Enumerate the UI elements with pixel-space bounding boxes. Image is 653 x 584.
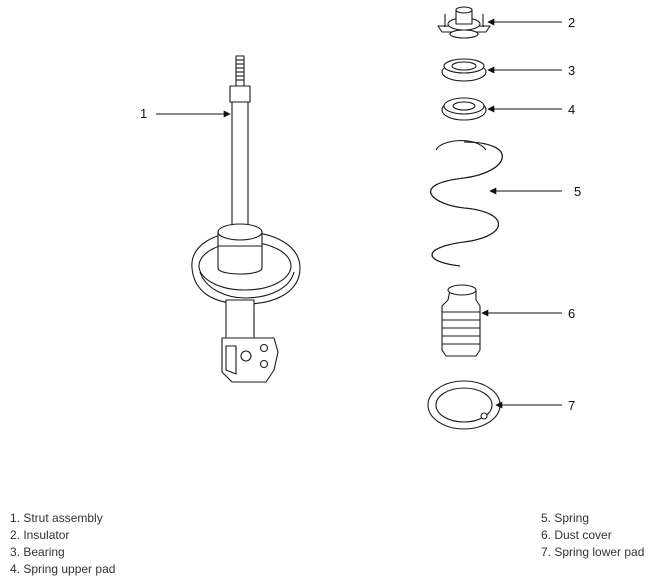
leader-lines bbox=[156, 18, 562, 409]
legend-right: 5. Spring 6. Dust cover 7. Spring lower … bbox=[541, 510, 644, 561]
spring-drawing bbox=[430, 139, 503, 267]
spring-upper-pad-drawing bbox=[441, 97, 487, 121]
insulator-drawing bbox=[437, 6, 491, 39]
legend-item-insulator: 2. Insulator bbox=[10, 528, 70, 542]
legend-item-spring: 5. Spring bbox=[541, 511, 590, 525]
legend-item-bearing: 3. Bearing bbox=[10, 545, 65, 559]
strut-assembly-drawing bbox=[191, 55, 301, 383]
bearing-drawing bbox=[441, 58, 487, 82]
dust-cover-drawing bbox=[441, 284, 481, 357]
callout-6: 6 bbox=[568, 306, 575, 321]
callout-7: 7 bbox=[568, 398, 575, 413]
legend-item-dust-cover: 6. Dust cover bbox=[541, 528, 612, 542]
legend-item-strut-assembly: 1. Strut assembly bbox=[10, 511, 103, 525]
callout-5: 5 bbox=[574, 184, 581, 199]
callout-4: 4 bbox=[568, 102, 575, 117]
exploded-strut-diagram: 1 2 3 4 5 6 7 bbox=[140, 6, 581, 430]
callout-2: 2 bbox=[568, 15, 575, 30]
legend-left: 1. Strut assembly 2. Insulator 3. Bearin… bbox=[10, 510, 115, 578]
legend-item-spring-lower-pad: 7. Spring lower pad bbox=[541, 545, 645, 559]
legend-item-spring-upper-pad: 4. Spring upper pad bbox=[10, 562, 116, 576]
callout-1: 1 bbox=[140, 106, 147, 121]
callout-3: 3 bbox=[568, 63, 575, 78]
spring-lower-pad-drawing bbox=[427, 380, 501, 430]
